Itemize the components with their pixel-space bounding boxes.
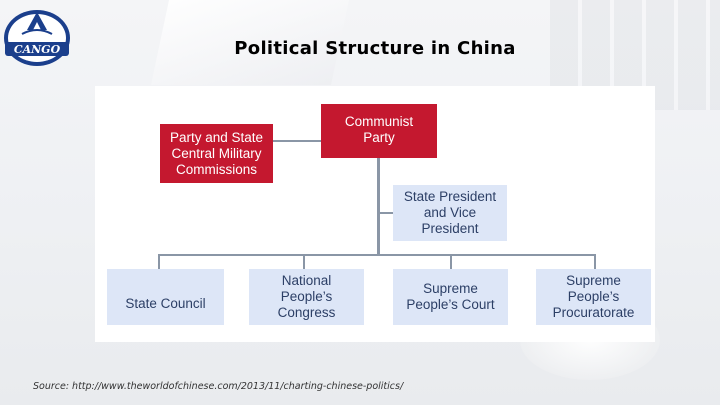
communist-party-box: Communist Party bbox=[321, 104, 437, 158]
supreme-procuratorate-box: Supreme People’s Procuratorate bbox=[536, 269, 651, 325]
org-chart-panel: Communist Party Party and State Central … bbox=[95, 86, 655, 342]
connector-to-court bbox=[450, 254, 452, 269]
cango-logo: CANGO bbox=[4, 10, 70, 66]
connector-to-state-council bbox=[158, 254, 160, 269]
connector-horizontal-bus bbox=[158, 254, 596, 256]
connector-to-congress bbox=[303, 254, 305, 269]
connector-to-procuratorate bbox=[594, 254, 596, 269]
supreme-court-box: Supreme People’s Court bbox=[393, 269, 508, 325]
connector-party-trunk bbox=[377, 158, 380, 256]
state-council-box: State Council bbox=[107, 269, 224, 325]
connector-trunk-to-president bbox=[377, 212, 393, 214]
source-citation: Source: http://www.theworldofchinese.com… bbox=[33, 381, 404, 392]
national-congress-box: National People’s Congress bbox=[249, 269, 364, 325]
page-title: Political Structure in China bbox=[234, 38, 516, 59]
logo-text: CANGO bbox=[14, 43, 61, 56]
state-president-box: State President and Vice President bbox=[393, 185, 507, 241]
military-commissions-box: Party and State Central Military Commiss… bbox=[160, 124, 273, 183]
connector-military-to-party bbox=[268, 140, 321, 142]
